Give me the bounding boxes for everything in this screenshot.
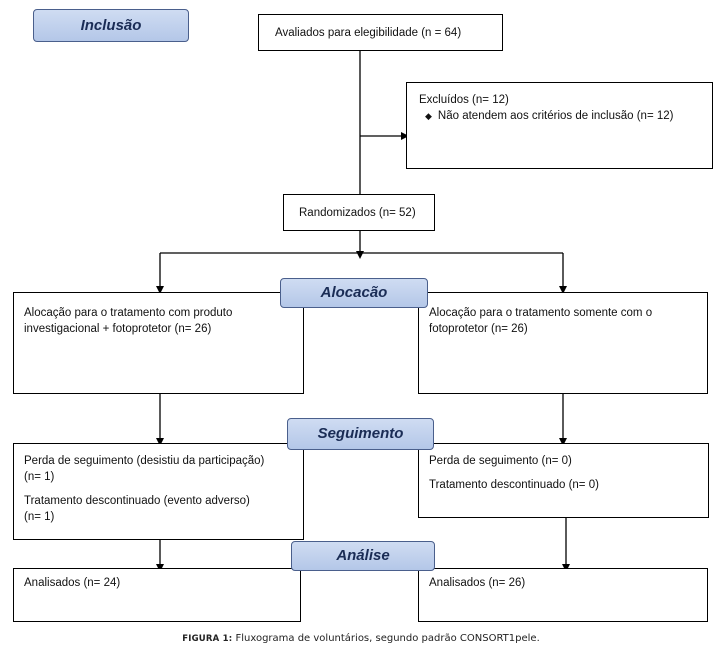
alocacao-right-line2: fotoprotetor (n= 26) [429, 323, 528, 335]
box-alocacao-right: Alocação para o tratamento somente com o… [418, 292, 708, 394]
box-alocacao-left: Alocação para o tratamento com produto i… [13, 292, 304, 394]
figure-caption: FIGURA 1: Fluxograma de voluntários, seg… [0, 633, 722, 644]
caption-label: FIGURA 1: [182, 634, 233, 644]
phase-analise: Análise [291, 541, 435, 571]
phase-seguimento-label: Seguimento [317, 425, 404, 442]
alocacao-right-line1: Alocação para o tratamento somente com o [429, 307, 653, 319]
phase-analise-label: Análise [336, 547, 390, 564]
seguimento-left-line2: (n= 1) [24, 471, 55, 483]
bullet-icon: ◆ [425, 111, 432, 121]
phase-inclusao-label: Inclusão [80, 17, 142, 34]
seguimento-left-line1: Perda de seguimento (desistiu da partici… [24, 455, 265, 467]
analise-left-text: Analisados (n= 24) [24, 577, 121, 589]
excluidos-title: Excluídos (n= 12) [419, 94, 509, 106]
phase-seguimento: Seguimento [287, 418, 434, 450]
box-randomizados: Randomizados (n= 52) [283, 194, 435, 231]
seguimento-right-line2: Tratamento descontinuado (n= 0) [429, 479, 599, 491]
excluidos-item: Não atendem aos critérios de inclusão (n… [437, 110, 674, 122]
box-seguimento-right: Perda de seguimento (n= 0) Tratamento de… [418, 443, 709, 518]
randomizados-text: Randomizados (n= 52) [299, 207, 416, 219]
seguimento-left-line4: (n= 1) [24, 511, 55, 523]
avaliados-text: Avaliados para elegibilidade (n = 64) [275, 27, 462, 39]
analise-right-text: Analisados (n= 26) [429, 577, 526, 589]
phase-inclusao: Inclusão [33, 9, 189, 42]
seguimento-right-line1: Perda de seguimento (n= 0) [429, 455, 572, 467]
box-analise-left: Analisados (n= 24) [13, 568, 301, 622]
phase-alocacao-label: Alocacão [320, 284, 388, 301]
seguimento-left-line3: Tratamento descontinuado (evento adverso… [24, 495, 250, 507]
phase-alocacao: Alocacão [280, 278, 428, 308]
box-analise-right: Analisados (n= 26) [418, 568, 708, 622]
alocacao-left-line2: investigacional + fotoprotetor (n= 26) [24, 323, 212, 335]
box-excluidos: Excluídos (n= 12) ◆ Não atendem aos crit… [406, 82, 713, 169]
box-seguimento-left: Perda de seguimento (desistiu da partici… [13, 443, 304, 540]
excluidos-bullet-row: ◆ Não atendem aos critérios de inclusão … [419, 108, 712, 124]
alocacao-left-line1: Alocação para o tratamento com produto [24, 307, 233, 319]
caption-text: Fluxograma de voluntários, segundo padrã… [232, 633, 540, 644]
box-avaliados: Avaliados para elegibilidade (n = 64) [258, 14, 503, 51]
